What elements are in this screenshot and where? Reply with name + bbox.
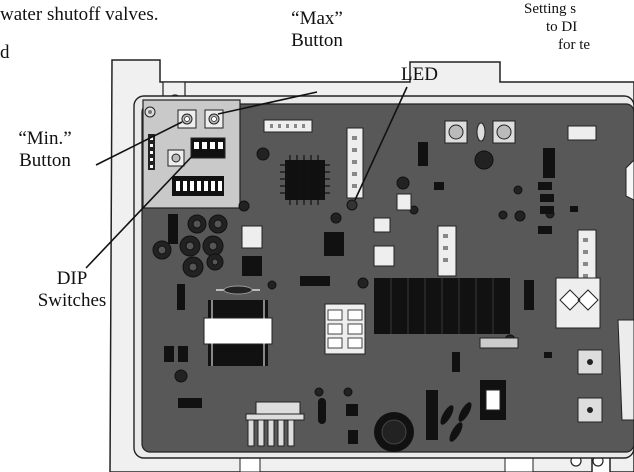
fuse — [480, 338, 518, 348]
inductor — [480, 380, 506, 420]
tray-slot — [240, 458, 260, 472]
potentiometer — [445, 121, 515, 143]
reset-button[interactable] — [168, 150, 184, 166]
dip-switches[interactable] — [191, 138, 225, 158]
tray-slot — [505, 458, 533, 472]
relay-block — [374, 278, 510, 334]
dip-switches-label-line1: DIP — [22, 268, 122, 290]
led-label: LED — [401, 64, 438, 86]
subboard-connector — [172, 176, 224, 196]
max-button-label-line2: Button — [279, 30, 355, 52]
dip-switches-label-line2: Switches — [22, 290, 122, 312]
max-button-label-line1: “Max” — [279, 8, 355, 30]
max-button-label: “Max” Button — [279, 8, 355, 52]
min-button-label-line2: Button — [2, 150, 88, 172]
led-indicator — [347, 200, 357, 210]
min-button[interactable] — [178, 110, 196, 128]
bridge-rectifier — [556, 278, 600, 328]
microcontroller-chip — [280, 155, 330, 205]
min-button-label-line1: “Min.” — [2, 128, 88, 150]
fuse-block — [325, 304, 365, 354]
transformer — [204, 300, 272, 366]
large-capacitor — [374, 412, 414, 452]
dip-switches-label: DIP Switches — [22, 268, 122, 312]
min-button-label: “Min.” Button — [2, 128, 88, 172]
